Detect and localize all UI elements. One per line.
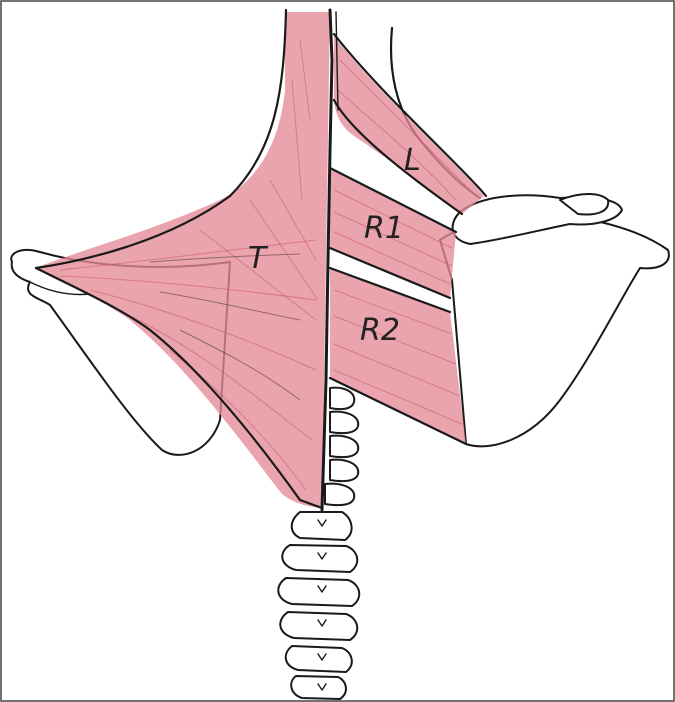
label-rhomboid-minor: R1	[364, 211, 404, 246]
spinous-processes	[325, 388, 358, 505]
label-trapezius: T	[248, 241, 269, 276]
vertebra-6	[291, 676, 346, 699]
vertebra-5	[286, 646, 352, 672]
vertebra-4	[280, 612, 357, 640]
right-scapula	[440, 194, 669, 446]
spine-column	[278, 512, 359, 699]
vertebra-3	[278, 578, 359, 606]
label-levator-scapulae: L	[404, 143, 421, 178]
vertebra-2	[282, 545, 357, 572]
label-rhomboid-major: R2	[360, 313, 400, 348]
